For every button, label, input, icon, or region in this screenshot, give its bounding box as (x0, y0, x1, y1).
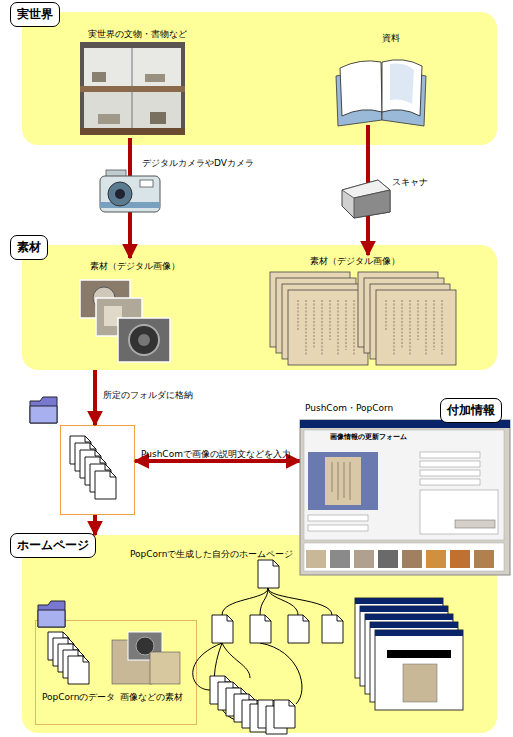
flow-arrow (135, 459, 300, 463)
book-illustration (336, 60, 426, 126)
annotation-label: PopCornで生成した自分のホームページ (130, 548, 293, 561)
digital-photos (80, 280, 170, 362)
document-item: 資料 (330, 30, 430, 125)
section-tab: 付加情報 (440, 398, 502, 423)
display-case-photo (80, 42, 185, 135)
page-tree (193, 560, 343, 734)
artifact-item: 実世界の文物・書物など (78, 28, 190, 138)
flow-arrow (93, 515, 97, 535)
section-tab: 素材 (10, 235, 48, 260)
material-item: 素材（デジタル画像） (265, 255, 475, 367)
material-item: 素材（デジタル画像） (80, 258, 205, 363)
node-label: 所定のフォルダに格納 (103, 389, 193, 402)
section-tab: ホームページ (10, 533, 96, 558)
pushcom-screenshot (300, 420, 510, 575)
folder-box: 所定のフォルダに格納 (60, 425, 135, 515)
annotation-label: 画像情報の更新フォーム (330, 432, 407, 442)
flow-arrow (128, 138, 132, 258)
connector-label: スキャナ (392, 176, 428, 189)
scanner-icon (342, 180, 390, 218)
folder-files (30, 397, 116, 499)
data-box: PopCornのデータ画像などの素材 (35, 620, 197, 725)
region-band: 実世界実世界の文物・書物など資料 (22, 12, 497, 145)
node-label: PopCornのデータ (42, 691, 115, 704)
node-label: PushCom・PopCorn (305, 402, 393, 415)
connector-label: デジタルカメラやDVカメラ (142, 157, 254, 170)
web-page-screens (355, 598, 463, 710)
node-label: 素材（デジタル画像） (310, 255, 400, 268)
node-label: 画像などの素材 (120, 691, 183, 704)
region-band: 素材素材（デジタル画像）素材（デジタル画像） (22, 245, 497, 370)
flow-arrow (366, 125, 370, 255)
popcorn-data-contents (38, 601, 180, 684)
node-label: 実世界の文物・書物など (88, 28, 187, 41)
scanned-pages (270, 272, 456, 365)
region-band: ホームページPopCornのデータ画像などの素材 (22, 535, 497, 733)
node-label: 素材（デジタル画像） (90, 260, 180, 273)
camera-icon (100, 170, 160, 212)
connector-label: PushComで画像の説明文などを入力 (141, 448, 291, 461)
node-label: 資料 (382, 32, 400, 45)
flow-arrow (93, 370, 97, 425)
section-tab: 実世界 (10, 2, 60, 27)
